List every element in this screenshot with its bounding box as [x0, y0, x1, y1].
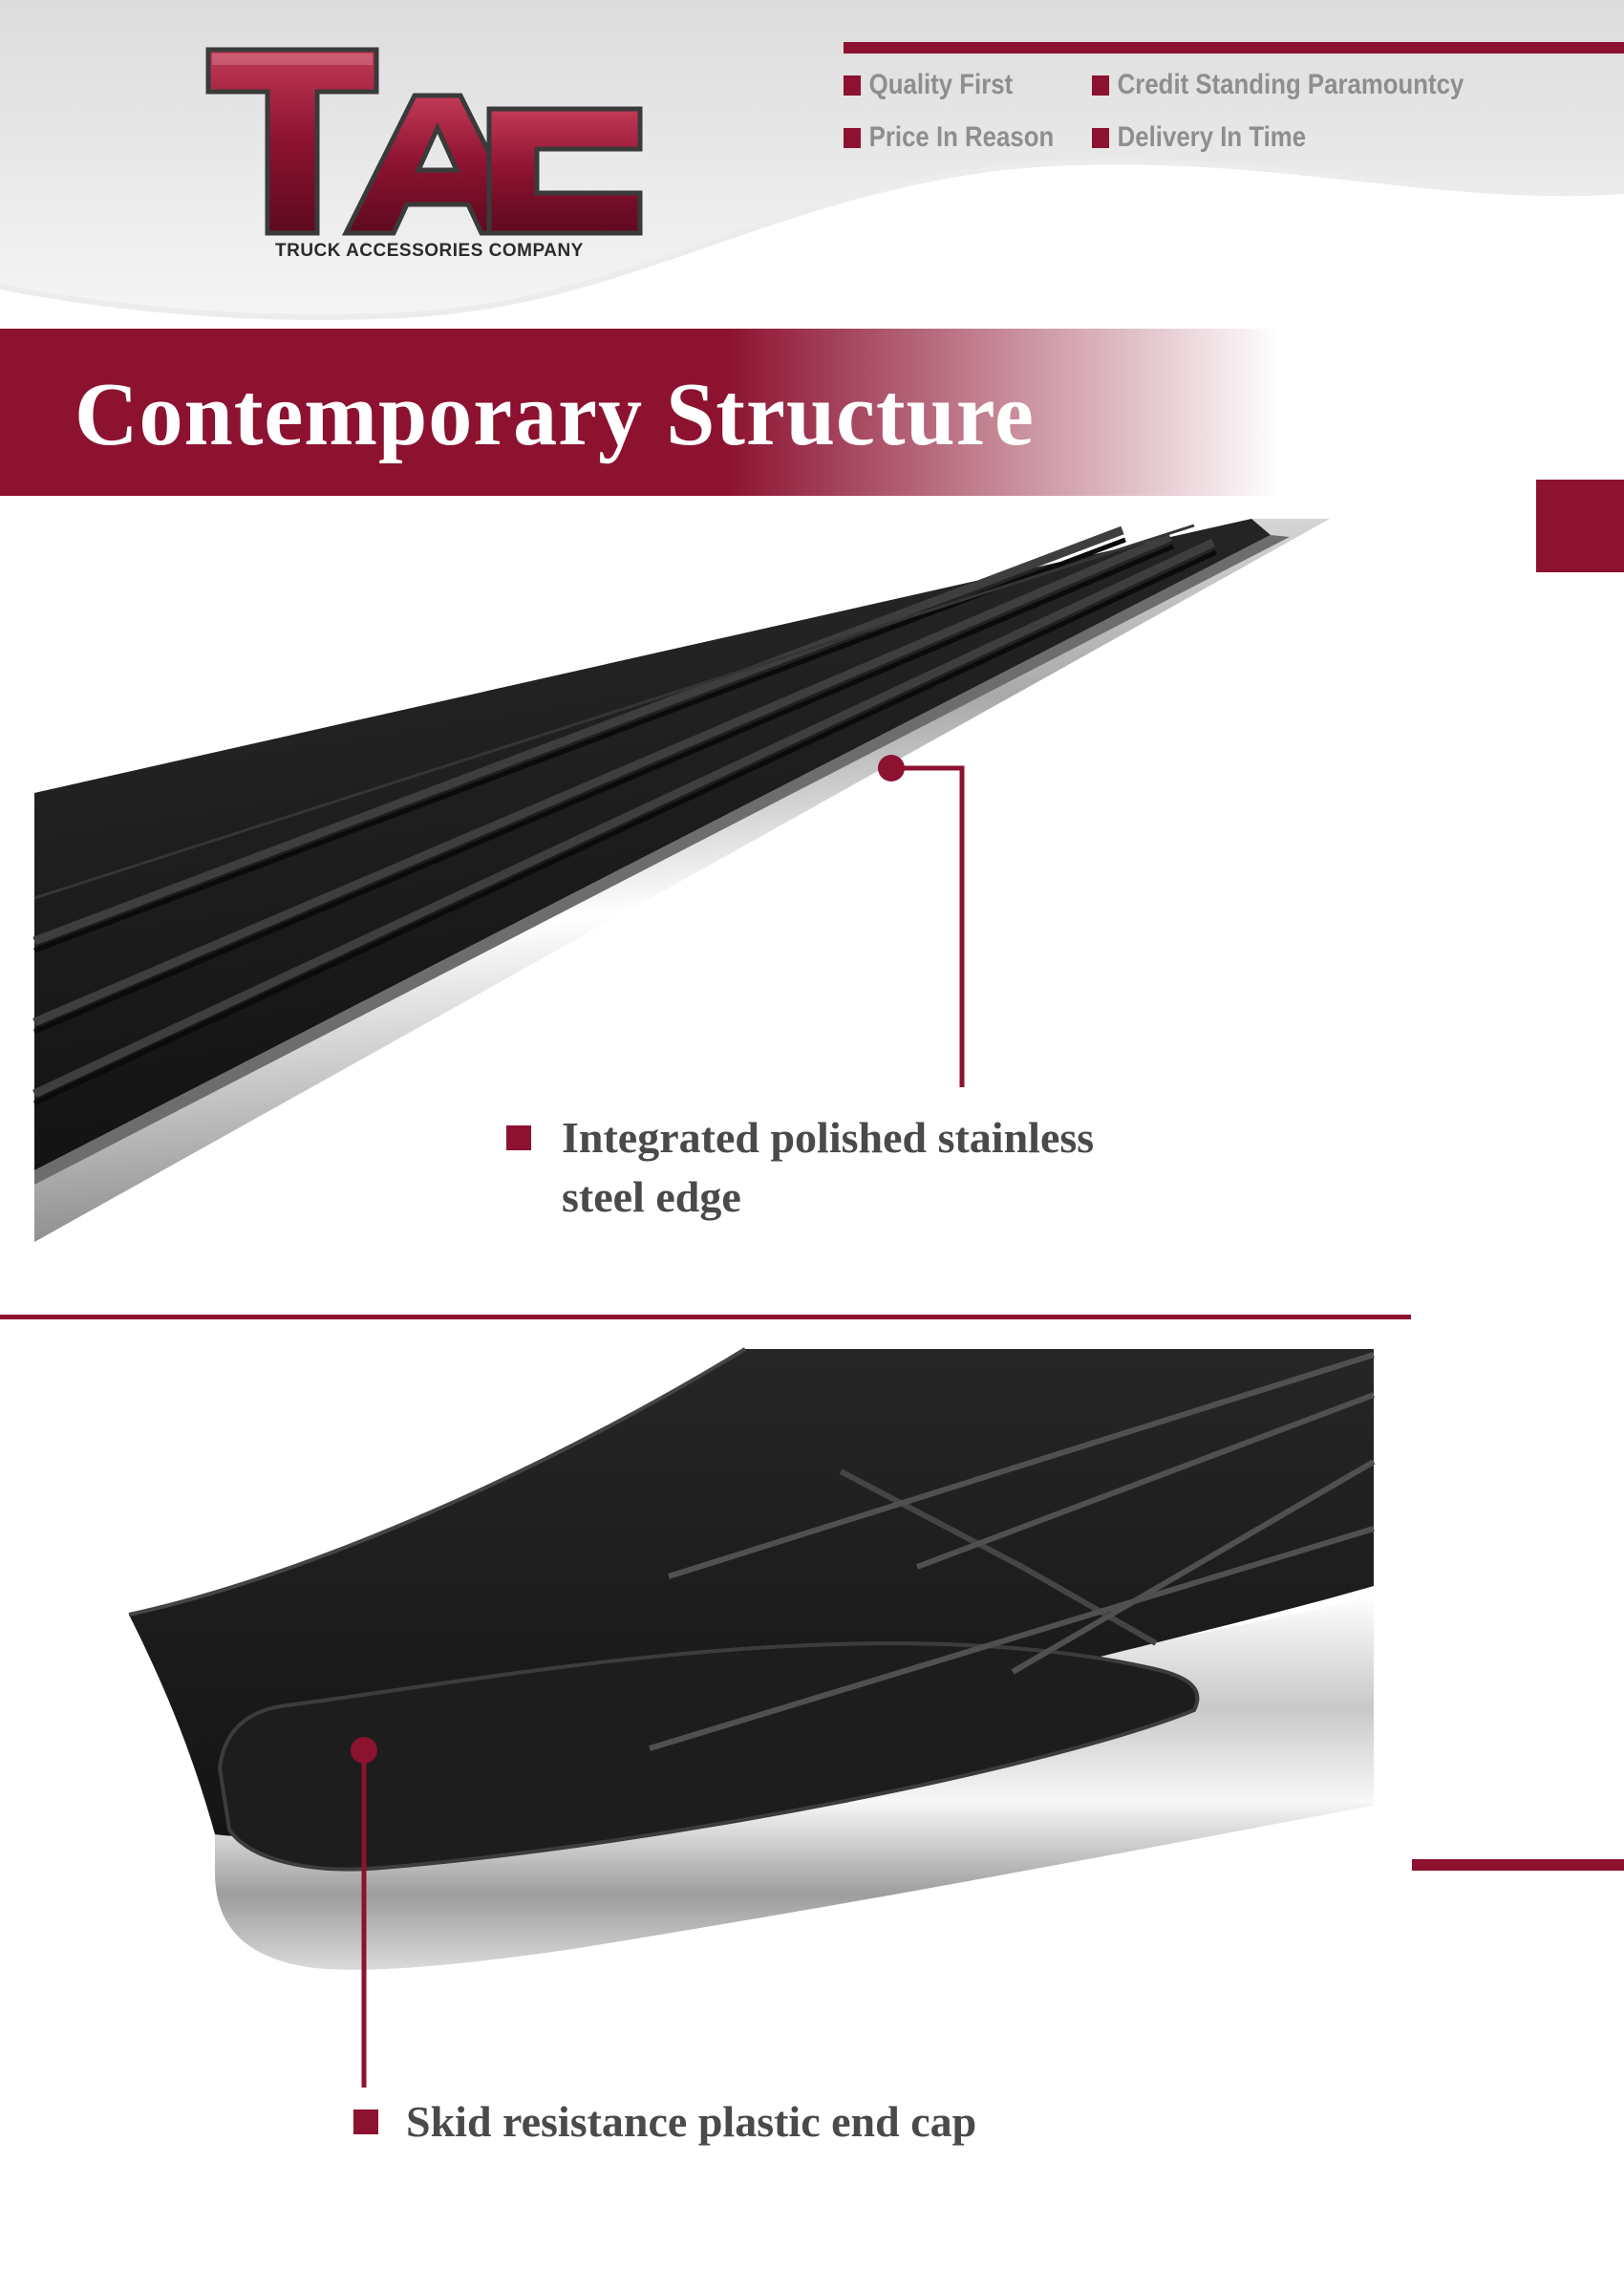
end-cap-image	[128, 1347, 1376, 1970]
motto-text: Delivery In Time	[1117, 121, 1307, 153]
feature-callout-end-cap: Skid resistance plastic end cap	[353, 2092, 1213, 2152]
side-accent-tab	[1536, 480, 1624, 572]
bullet-square-icon	[1092, 127, 1110, 148]
side-accent-rule	[1412, 1859, 1624, 1871]
bullet-square-icon	[844, 127, 862, 148]
header-background	[0, 0, 1624, 320]
running-board-edge-image	[32, 519, 1330, 1242]
section-title: Contemporary Structure	[75, 365, 1035, 464]
section-divider	[0, 1315, 1411, 1319]
motto-item: Delivery In Time	[1092, 121, 1306, 154]
tac-logo	[205, 47, 643, 236]
feature-label: Integrated polished stainless	[562, 1113, 1095, 1162]
feature-callout-stainless-edge: Integrated polished stainless steel edge	[506, 1108, 1271, 1227]
bullet-square-icon	[506, 1125, 531, 1150]
motto-text: Price In Reason	[868, 121, 1055, 153]
motto-text: Credit Standing Paramountcy	[1117, 69, 1464, 100]
feature-label: Skid resistance plastic end cap	[406, 2097, 977, 2146]
logo-tagline: TRUCK ACCESSORIES COMPANY	[275, 241, 584, 261]
section-banner	[0, 329, 1280, 496]
feature-label-line2: steel edge	[562, 1172, 741, 1221]
header-accent-rule	[844, 42, 1624, 54]
bullet-square-icon	[1092, 75, 1110, 96]
motto-item: Credit Standing Paramountcy	[1092, 69, 1464, 101]
bullet-square-icon	[844, 75, 862, 96]
motto-text: Quality First	[868, 69, 1014, 100]
motto-item: Price In Reason	[844, 121, 1054, 154]
motto-item: Quality First	[844, 69, 1013, 101]
bullet-square-icon	[353, 2109, 378, 2134]
